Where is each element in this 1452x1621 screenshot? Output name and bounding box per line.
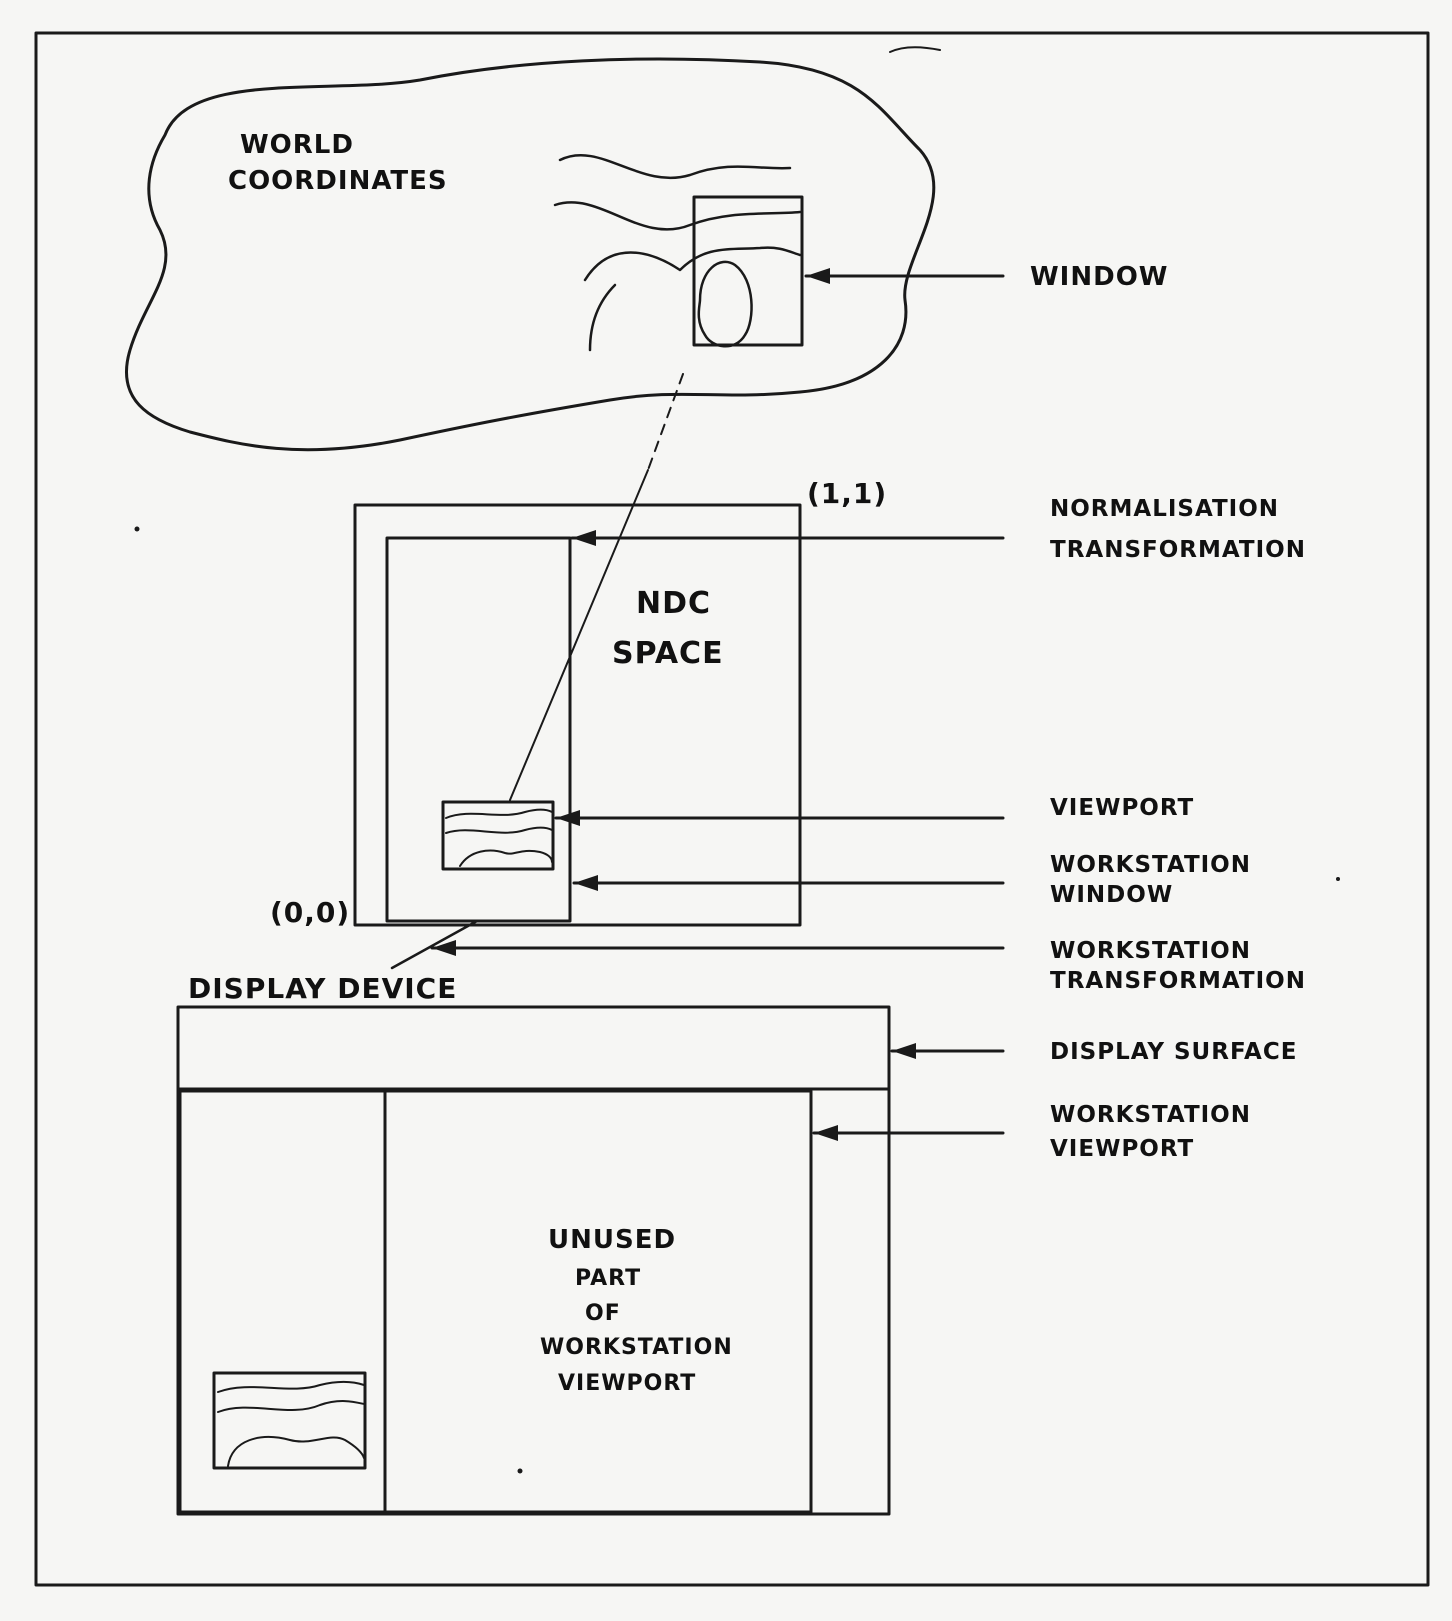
world-curve (553, 201, 802, 231)
workstation-transformation-label-1: WORKSTATION (1050, 938, 1251, 964)
normalisation-transformation-label-1: NORMALISATION (1050, 496, 1279, 522)
workstation-viewport-label-1: WORKSTATION (1050, 1102, 1251, 1128)
viewport-curve (445, 826, 553, 834)
arrow-display-surface (890, 1043, 1005, 1059)
ndc-space-label-2: SPACE (612, 636, 724, 671)
viewport-label: VIEWPORT (1050, 795, 1194, 821)
outer-frame (34, 31, 1430, 1587)
workstation-viewport-rect (178, 1089, 813, 1514)
display-surface-label: DISPLAY SURFACE (1050, 1039, 1297, 1065)
arrow-workstation-transformation (430, 940, 1005, 956)
world-curve (558, 153, 792, 180)
arrow-workstation-window (572, 875, 1005, 891)
projection-line (509, 469, 649, 801)
stray-mark (889, 46, 941, 53)
world-curve (583, 246, 802, 282)
normalisation-transformation-label-2: TRANSFORMATION (1050, 537, 1306, 563)
point-zero-zero-label: (0,0) (270, 896, 350, 929)
unused-part-label-3: OF (585, 1301, 621, 1326)
projection-line (647, 373, 684, 471)
viewport-rect (441, 800, 555, 871)
display-picture-curve (217, 1381, 365, 1393)
workstation-window-label-2: WINDOW (1050, 882, 1173, 908)
display-device-rect (176, 1005, 891, 1516)
workstation-viewport-label-2: VIEWPORT (1050, 1136, 1194, 1162)
workstation-transformation-line (390, 919, 479, 970)
display-device-label: DISPLAY DEVICE (188, 972, 457, 1005)
workstation-transformation-label-2: TRANSFORMATION (1050, 968, 1306, 994)
world-curve (588, 283, 617, 352)
world-coordinates-label-2: COORDINATES (228, 166, 448, 196)
workstation-window-rect (385, 536, 572, 923)
window-label: WINDOW (1030, 262, 1168, 292)
arrow-viewport (554, 810, 1005, 826)
stray-dot (134, 526, 140, 532)
stray-dot (517, 1468, 523, 1474)
arrow-workstation-viewport (812, 1125, 1005, 1141)
unused-part-label-4: WORKSTATION (540, 1335, 733, 1360)
display-picture-curve (227, 1436, 365, 1467)
viewport-curve (459, 849, 553, 867)
unused-part-label-2: PART (575, 1266, 641, 1291)
viewport-curve (445, 808, 553, 819)
arrow-normalisation (570, 530, 1005, 546)
stray-dot (1336, 877, 1340, 881)
world-coordinates-cloud (124, 57, 936, 452)
point-one-one-label: (1,1) (807, 477, 887, 510)
display-picture-curve (217, 1400, 365, 1413)
arrow-window (804, 268, 1005, 284)
ndc-space-label-1: NDC (636, 586, 711, 621)
workstation-window-label-1: WORKSTATION (1050, 852, 1251, 878)
unused-part-label-5: VIEWPORT (558, 1371, 696, 1396)
window-rect (692, 195, 804, 347)
ndc-space-rect (353, 503, 802, 927)
world-coordinates-label-1: WORLD (240, 130, 354, 160)
world-curve (697, 260, 753, 348)
unused-part-label-1: UNUSED (548, 1225, 676, 1255)
display-picture-rect (212, 1371, 367, 1470)
